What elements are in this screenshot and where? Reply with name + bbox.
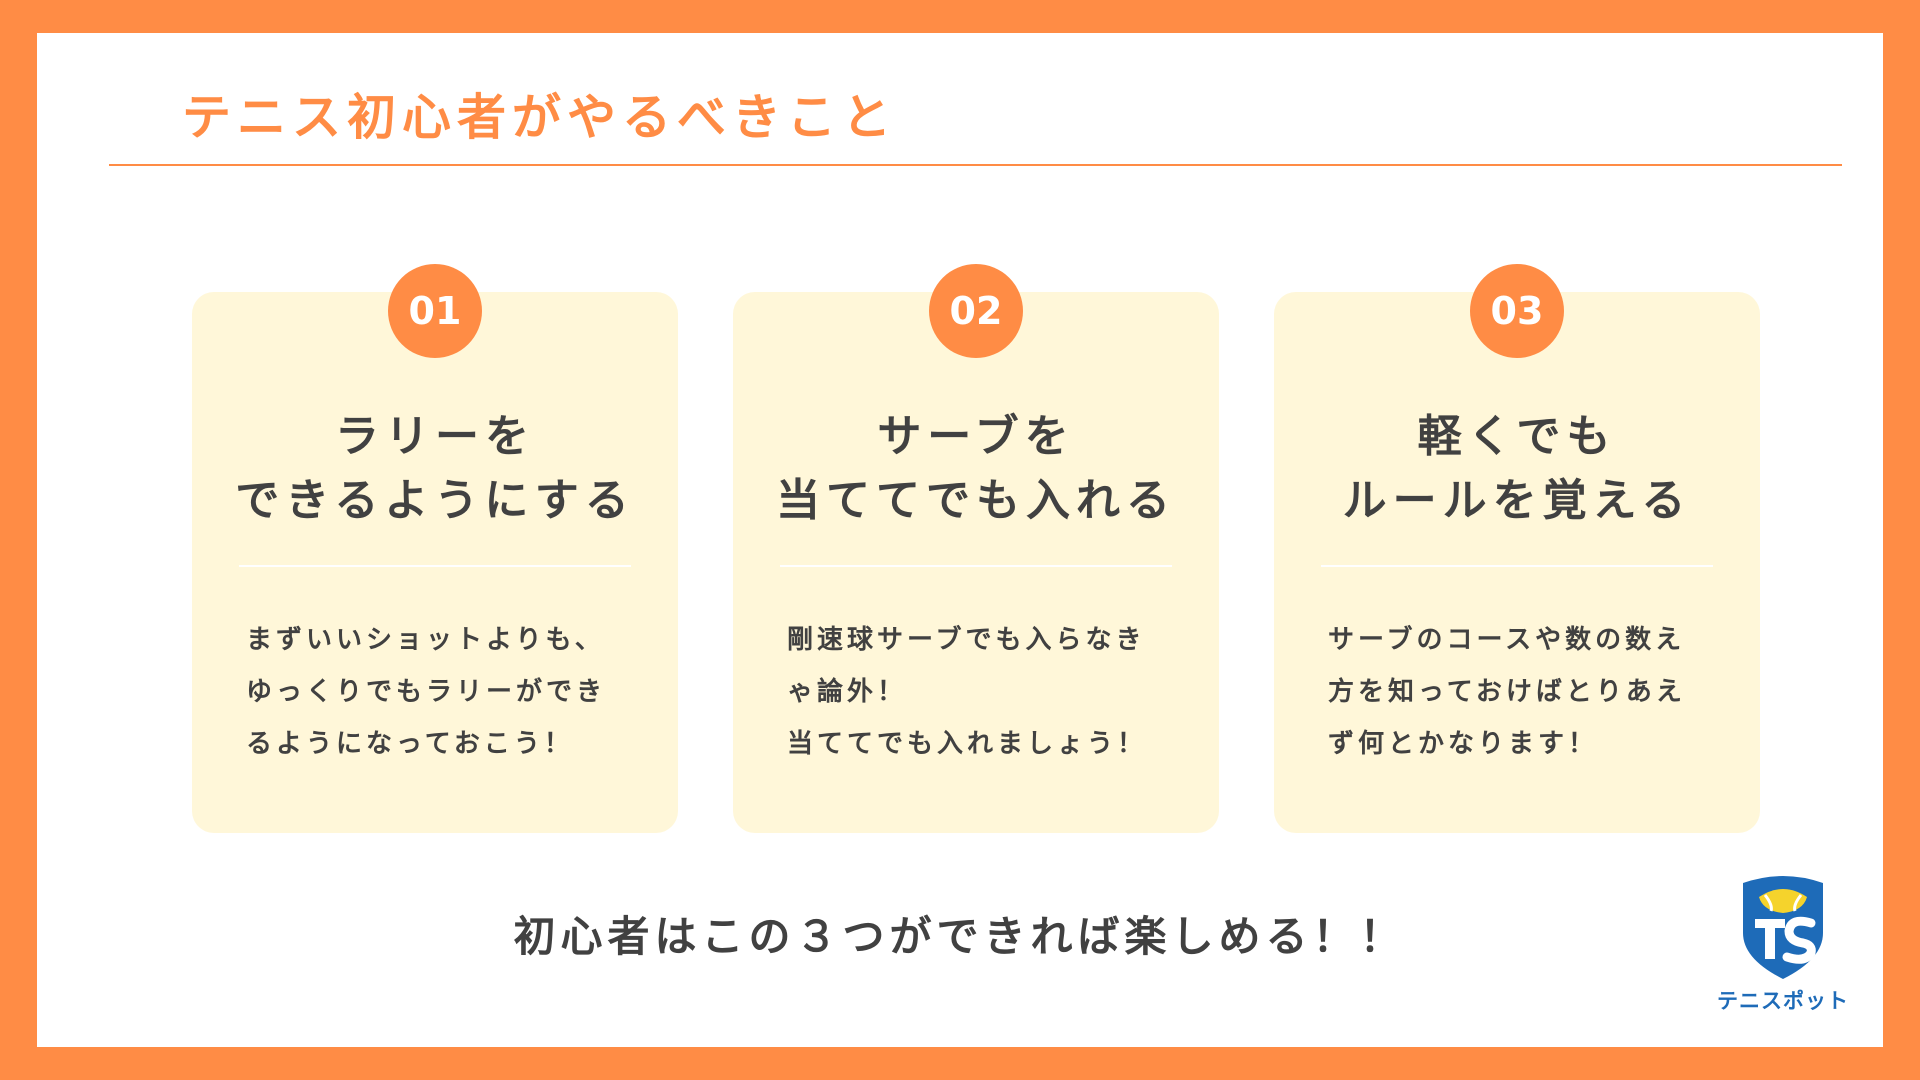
step-description: サーブのコースや数の数え 方を知っておけばとりあえ ず何とかなります！ [1328, 614, 1728, 770]
step-description: まずいいショットよりも、 ゆっくりでもラリーができ るようになっておこう！ [246, 614, 646, 770]
step-description-line: サーブのコースや数の数え [1328, 625, 1686, 655]
step-description-line: ゃ論外！ [787, 677, 908, 707]
slide: テニス初心者がやるべきこと 01 ラリーを できるようにする まずいいショットよ… [37, 33, 1883, 1047]
step-heading-line: ルールを覚える [1342, 475, 1692, 526]
step-heading-line: 軽くでも [1417, 411, 1617, 462]
step-heading-line: ラリーを [335, 411, 535, 462]
step-heading-line: できるようにする [235, 475, 635, 526]
step-heading: ラリーを できるようにする [192, 405, 678, 533]
step-card-1: 01 ラリーを できるようにする まずいいショットよりも、 ゆっくりでもラリーが… [192, 264, 678, 833]
card-divider [239, 565, 631, 567]
step-description-line: 剛速球サーブでも入らなき [787, 625, 1146, 655]
step-card-2: 02 サーブを 当ててでも入れる 剛速球サーブでも入らなき ゃ論外！ 当ててでも… [733, 264, 1219, 833]
summary-text: 初心者はこの３つができれば楽しめる！！ [513, 912, 1407, 961]
step-description: 剛速球サーブでも入らなき ゃ論外！ 当ててでも入れましょう！ [787, 614, 1187, 770]
card-divider [1321, 565, 1713, 567]
step-card-3: 03 軽くでも ルールを覚える サーブのコースや数の数え 方を知っておけばとりあ… [1274, 264, 1760, 833]
step-heading: サーブを 当ててでも入れる [733, 405, 1219, 533]
title-divider [109, 164, 1842, 166]
step-description-line: 方を知っておけばとりあえ [1328, 677, 1686, 707]
step-heading: 軽くでも ルールを覚える [1274, 405, 1760, 533]
step-number-badge: 02 [929, 264, 1023, 358]
step-description-line: まずいいショットよりも、 [246, 625, 605, 655]
step-number-badge: 01 [388, 264, 482, 358]
step-heading-line: 当ててでも入れる [776, 475, 1176, 526]
brand-logo-text: テニスポット [1717, 989, 1849, 1013]
tennis-ball-shield-icon [1743, 876, 1823, 979]
page-title: テニス初心者がやるべきこと [182, 89, 898, 146]
step-description-line: 当ててでも入れましょう！ [787, 729, 1148, 759]
card-divider [780, 565, 1172, 567]
step-description-line: ゆっくりでもラリーができ [246, 677, 607, 707]
step-description-line: ず何とかなります！ [1328, 729, 1599, 759]
step-heading-line: サーブを [877, 411, 1075, 462]
step-description-line: るようになっておこう！ [246, 729, 574, 759]
step-number-badge: 03 [1470, 264, 1564, 358]
brand-logo: テニスポット [1707, 875, 1859, 1015]
